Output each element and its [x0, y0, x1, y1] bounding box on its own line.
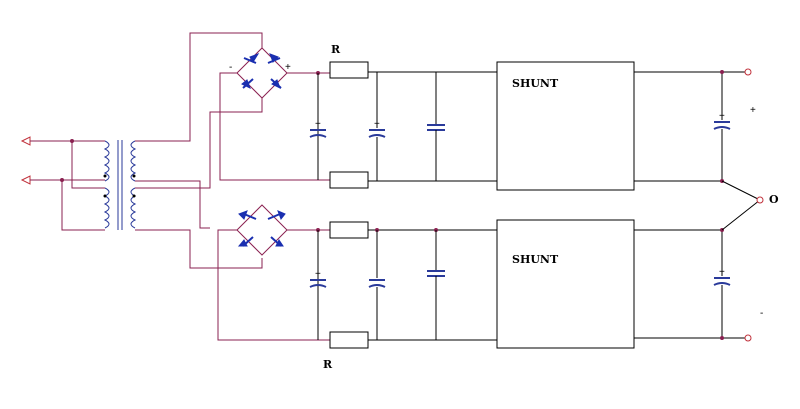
top-rail: R + + SHUNT + + — [309, 43, 756, 191]
primary-coil-top — [103, 140, 110, 182]
resistor-bottom-lower — [329, 331, 369, 349]
primary-coil-bottom — [103, 187, 110, 229]
input-terminal-top — [20, 136, 31, 146]
resistor-top-label: R — [331, 43, 341, 56]
mains-input — [20, 136, 105, 231]
bridge-top-plus-label: + — [285, 62, 291, 73]
output-positive-label: + — [750, 105, 756, 116]
bridge-top-minus-label: - — [229, 62, 232, 73]
shunt-bottom — [496, 219, 635, 349]
shunt-top — [496, 61, 635, 191]
input-terminal-bottom — [20, 175, 31, 185]
resistor-bottom-label: R — [323, 358, 333, 371]
resistor-bottom-upper — [329, 221, 369, 239]
output-terminal-positive — [744, 68, 752, 76]
shunt-bottom-label: SHUNT — [512, 253, 559, 266]
cap-polarity-mark: + — [719, 267, 725, 278]
secondary-coil-bottom — [130, 187, 137, 229]
ground-output: O — [721, 180, 779, 231]
secondary-coil-top — [130, 140, 137, 182]
cap-polarity-mark: + — [315, 119, 321, 130]
cap-polarity-mark: + — [374, 119, 380, 130]
bridge-rectifier-bottom — [217, 204, 330, 341]
bottom-rail: R + SHUNT + - — [309, 219, 763, 371]
output-terminal-negative — [744, 334, 752, 342]
bridge-rectifier-top: - + — [219, 47, 330, 181]
output-negative-label: - — [760, 308, 763, 319]
cap-polarity-mark: + — [315, 269, 321, 280]
cap-polarity-mark: + — [719, 111, 725, 122]
shunt-top-label: SHUNT — [512, 77, 559, 90]
resistor-top-lower — [329, 171, 369, 189]
output-zero-label: O — [769, 193, 779, 206]
resistor-top-upper — [329, 61, 369, 79]
transformer — [103, 32, 263, 269]
output-terminal-zero — [756, 196, 764, 204]
